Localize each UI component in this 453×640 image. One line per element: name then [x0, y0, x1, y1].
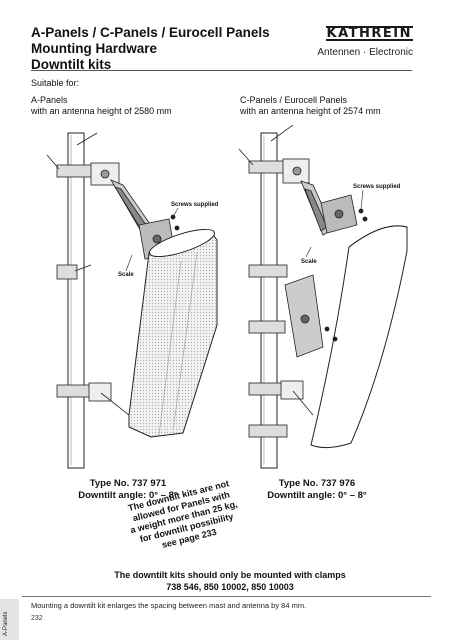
left-lower-clamp	[56, 264, 130, 416]
suitable-for-label: Suitable for:	[31, 78, 80, 88]
brand-logo: KATHREIN Antennen · Electronic	[317, 24, 413, 58]
left-type-number: Type No. 737 971	[89, 478, 167, 489]
header-divider	[31, 70, 412, 71]
brand-name: KATHREIN	[325, 26, 413, 41]
left-scale-label: Scale	[118, 272, 134, 278]
right-type-number: Type No. 737 976	[278, 478, 356, 489]
footnote: Mounting a downtilt kit enlarges the spa…	[31, 601, 307, 610]
clamps-notice: The downtilt kits should only be mounted…	[80, 569, 380, 593]
side-tab-label: A-Panels	[3, 611, 9, 636]
right-middle-bracket	[248, 264, 338, 358]
footer-divider	[22, 596, 431, 597]
left-mast	[67, 132, 85, 469]
title-block: A-Panels / C-Panels / Eurocell Panels Mo…	[31, 25, 281, 73]
left-subheading: with an antenna height of 2580 mm	[31, 106, 172, 116]
clamps-line: 738 546, 850 10002, 850 10003	[166, 582, 294, 592]
brand-tagline: Antennen · Electronic	[317, 47, 413, 58]
side-tab	[0, 599, 19, 640]
left-heading: A-Panels	[31, 95, 68, 105]
right-upper-clamp	[238, 125, 310, 184]
mounting-illustration: Screws supplied Scale	[46, 125, 408, 469]
left-downtilt-angle: Downtilt angle: 0° – 8°	[78, 490, 178, 501]
right-downtilt-angle: Downtilt angle: 0° – 8°	[267, 490, 367, 501]
left-screws-label: Screws supplied	[171, 202, 219, 208]
right-screws-label: Screws supplied	[353, 184, 401, 190]
right-heading: C-Panels / Eurocell Panels	[240, 95, 348, 105]
right-column-heading: C-Panels / Eurocell Panels with an anten…	[240, 95, 381, 117]
right-antenna-panel	[310, 225, 408, 449]
left-upper-clamp	[46, 132, 120, 186]
page-number: 232	[31, 615, 43, 622]
left-antenna-panel	[128, 228, 218, 438]
right-subheading: with an antenna height of 2574 mm	[240, 106, 381, 116]
right-mast	[260, 132, 278, 469]
page-title-line: A-Panels / C-Panels / Eurocell Panels	[31, 25, 270, 40]
left-type-info: Type No. 737 971 Downtilt angle: 0° – 8°	[68, 478, 188, 502]
right-scale-label: Scale	[301, 259, 317, 265]
page-title-line: Downtilt kits	[31, 57, 112, 72]
right-type-info: Type No. 737 976 Downtilt angle: 0° – 8°	[257, 478, 377, 502]
right-upper-panel-bracket	[320, 194, 368, 234]
clamps-line: The downtilt kits should only be mounted…	[114, 570, 346, 580]
right-assembly: Screws supplied Scale	[238, 125, 408, 469]
left-column-heading: A-Panels with an antenna height of 2580 …	[31, 95, 172, 117]
right-lower-clamp	[248, 380, 314, 438]
left-assembly: Screws supplied Scale	[46, 132, 219, 469]
page-title-line: Mounting Hardware	[31, 41, 158, 56]
